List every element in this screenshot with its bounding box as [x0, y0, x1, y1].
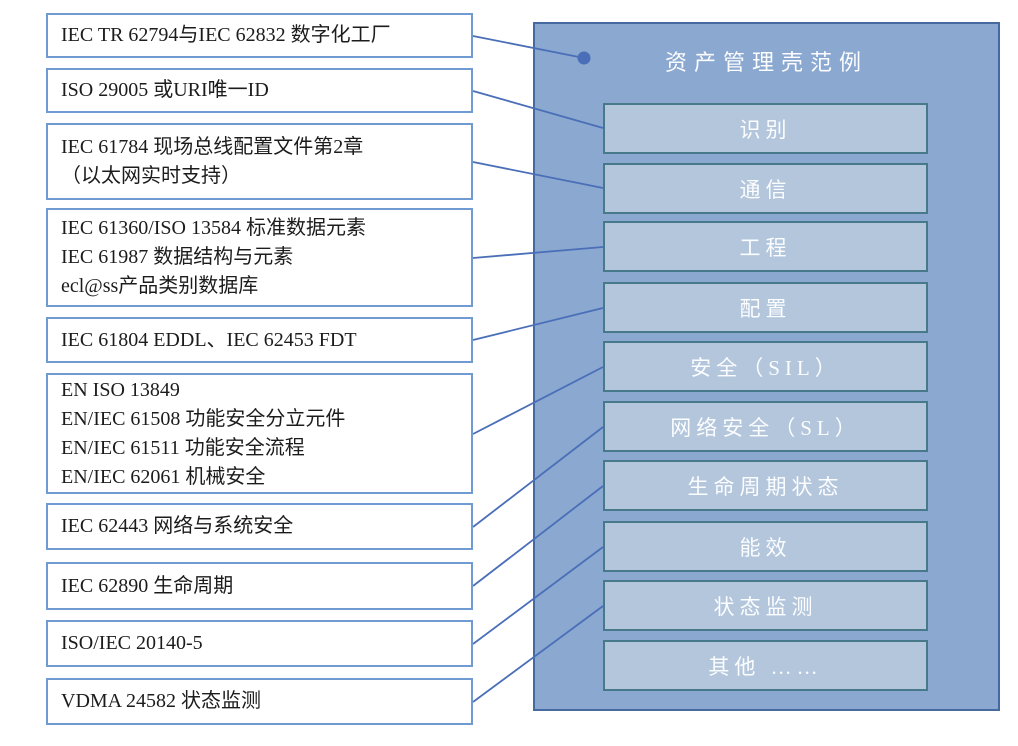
standard-text-line: EN/IEC 62061 机械安全	[61, 465, 266, 488]
standard-text-line: IEC 61784 现场总线配置文件第2章	[61, 135, 364, 158]
submodel-box: 配置	[603, 282, 928, 333]
submodel-label: 生命周期状态	[687, 474, 844, 499]
standard-text-line: （以太网实时支持）	[61, 164, 241, 187]
standard-text-line: IEC TR 62794与IEC 62832 数字化工厂	[61, 24, 391, 46]
submodel-box: 通信	[603, 163, 928, 214]
submodel-label: 识别	[739, 117, 792, 142]
submodel-box: 生命周期状态	[603, 460, 928, 511]
standard-text-line: IEC 62443 网络与系统安全	[61, 515, 294, 537]
submodel-label: 其他 ……	[708, 654, 823, 679]
standard-box: IEC 61360/ISO 13584 标准数据元素 IEC 61987 数据结构…	[46, 208, 473, 307]
standard-box: IEC 61804 EDDL、IEC 62453 FDT	[46, 317, 473, 363]
submodel-box: 安全（SIL）	[603, 341, 928, 392]
panel-title: 资产管理壳范例	[664, 50, 868, 75]
standard-text-line: ecl@ss产品类别数据库	[61, 275, 259, 297]
standard-text-line: IEC 62890 生命周期	[61, 574, 234, 597]
standard-text-line: IEC 61987 数据结构与元素	[61, 246, 294, 268]
submodel-box: 能效	[603, 521, 928, 572]
submodel-box: 其他 ……	[603, 640, 928, 691]
submodel-box: 网络安全（SL）	[603, 401, 928, 452]
standard-box: ISO/IEC 20140-5	[46, 620, 473, 667]
standard-box: ISO 29005 或URI唯一ID	[46, 68, 473, 113]
submodel-label: 状态监测	[713, 594, 818, 619]
submodel-label: 通信	[739, 177, 792, 202]
submodel-label: 工程	[739, 235, 792, 260]
standard-text-line: EN/IEC 61508 功能安全分立元件	[61, 407, 346, 430]
standard-text-line: ISO 29005 或URI唯一ID	[61, 79, 269, 101]
standard-text-line: IEC 61804 EDDL、IEC 62453 FDT	[61, 328, 357, 351]
standard-text-line: ISO/IEC 20140-5	[61, 632, 203, 654]
submodel-label: 安全（SIL）	[690, 355, 841, 380]
standard-text-line: EN/IEC 61511 功能安全流程	[61, 436, 305, 459]
submodel-label: 网络安全（SL）	[670, 415, 861, 440]
standard-text-line: VDMA 24582 状态监测	[61, 690, 262, 712]
standard-box: IEC 62443 网络与系统安全	[46, 503, 473, 550]
submodel-box: 识别	[603, 103, 928, 154]
submodel-label: 配置	[739, 296, 792, 321]
standard-box: IEC 61784 现场总线配置文件第2章 （以太网实时支持）	[46, 123, 473, 200]
submodel-box: 工程	[603, 221, 928, 272]
submodel-box: 状态监测	[603, 580, 928, 631]
standard-box: VDMA 24582 状态监测	[46, 678, 473, 725]
submodel-label: 能效	[739, 535, 792, 560]
standard-box: IEC TR 62794与IEC 62832 数字化工厂	[46, 13, 473, 58]
standard-box: IEC 62890 生命周期	[46, 562, 473, 610]
standard-text-line: IEC 61360/ISO 13584 标准数据元素	[61, 217, 366, 239]
standard-text-line: EN ISO 13849	[61, 378, 180, 401]
